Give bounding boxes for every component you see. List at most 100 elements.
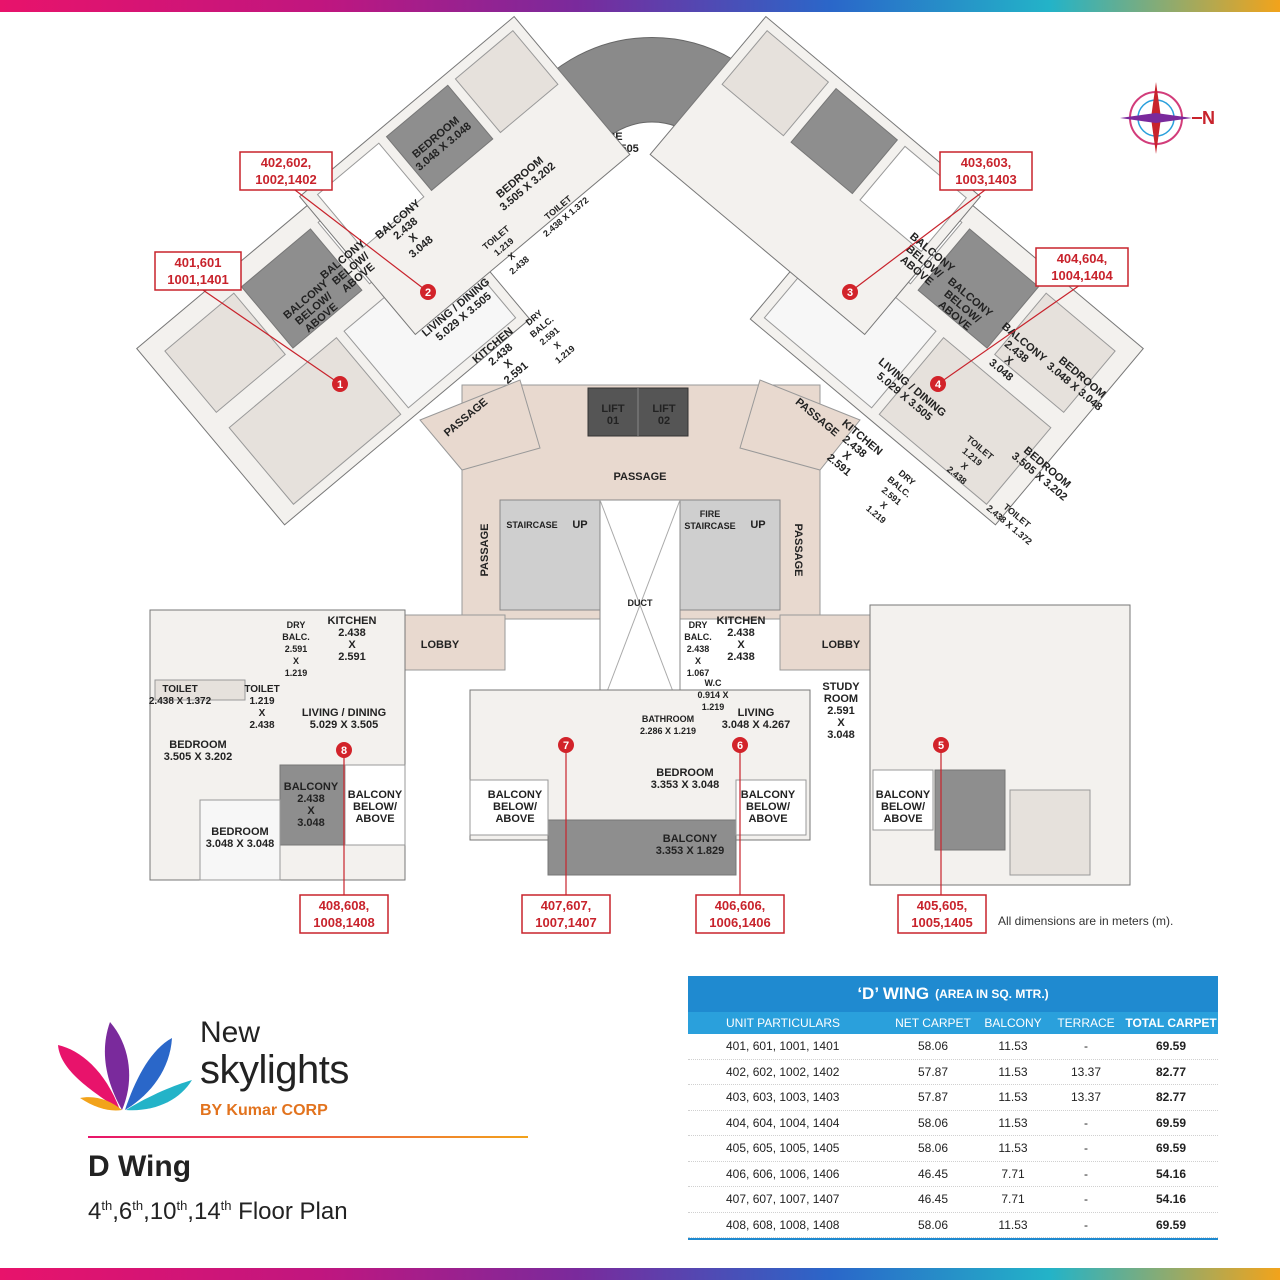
room-label-passage: PASSAGE (792, 524, 804, 577)
room-label-dry-balc-1219: DRYBALC.2.591X1.219 (862, 465, 920, 527)
bottom-gradient-bar (0, 1268, 1280, 1280)
brand-block: New skylights BY Kumar CORP D Wing 4th,6… (50, 1010, 530, 1250)
area-table: ‘D’ WING(AREA IN SQ. MTR.) UNIT PARTICUL… (688, 976, 1218, 1240)
unit-marker-number: 8 (341, 745, 347, 757)
unit-numbers: 408,608,1008,1408 (313, 898, 374, 930)
room-label-duct: DUCT (628, 598, 653, 608)
lower-right-block (869, 604, 1131, 886)
brand-divider (88, 1136, 528, 1138)
room-label-lobby: LOBBY (822, 639, 861, 651)
lower-center-block (469, 689, 811, 876)
room-label-dry-balc-1219: DRYBALC.2.591X1.219 (520, 305, 578, 367)
unit-marker-number: 3 (847, 287, 853, 299)
unit-box-8: 408,608,1008,1408 (299, 894, 389, 934)
area-table-title: ‘D’ WING(AREA IN SQ. MTR.) (688, 976, 1218, 1012)
room-label-lobby: LOBBY (421, 639, 460, 651)
unit-marker-number: 6 (737, 740, 743, 752)
unit-numbers: 402,602,1002,1402 (255, 155, 316, 187)
unit-numbers: 404,604,1004,1404 (1051, 251, 1113, 283)
unit-numbers: 405,605,1005,1405 (911, 898, 972, 930)
unit-marker-number: 2 (425, 287, 431, 299)
unit-box-2: 402,602,1002,1402 (239, 151, 333, 191)
floor-plan: TERRACE4.724 AV X 3.505 (136, 15, 1144, 934)
unit-marker-6: 6 (732, 737, 748, 753)
unit-box-4: 404,604,1004,1404 (1035, 247, 1129, 287)
leader-lines (199, 189, 1081, 895)
col-total-carpet: TOTAL CARPET (1125, 1016, 1217, 1030)
unit-marker-number: 7 (563, 740, 569, 752)
unit-marker-1: 1 (332, 376, 348, 392)
unit-marker-3: 3 (842, 284, 858, 300)
unit-marker-number: 5 (938, 740, 944, 752)
lotus-logo-icon (58, 1022, 192, 1111)
unit-numbers: 403,603,1003,1403 (955, 155, 1016, 187)
compass-north-label: N (1202, 108, 1215, 128)
unit-marker-2: 2 (420, 284, 436, 300)
brand-developer: BY Kumar CORP (200, 1102, 328, 1119)
unit-marker-number: 4 (935, 379, 942, 391)
unit-marker-4: 4 (930, 376, 946, 392)
top-gradient-bar (0, 0, 1280, 12)
unit-numbers: 406,606,1006,1406 (709, 898, 770, 930)
compass-icon (1120, 82, 1202, 154)
upper-left-wing-2 (298, 15, 631, 336)
room-label-staircase: STAIRCASE (506, 520, 557, 530)
unit-marker-number: 1 (337, 379, 343, 391)
brand-name: skylights (200, 1048, 349, 1092)
col-net-carpet: NET CARPET (895, 1016, 971, 1030)
col-terrace: TERRACE (1057, 1016, 1115, 1030)
unit-marker-8: 8 (336, 742, 352, 758)
room-label-up: UP (572, 519, 587, 531)
lower-left-block (149, 609, 406, 881)
dimension-note: All dimensions are in meters (m). (998, 914, 1174, 928)
floor-plan-title: 4th,6th,10th,14th Floor Plan (88, 1198, 348, 1225)
room-label-up: UP (750, 519, 765, 531)
wing-title: D Wing (88, 1150, 192, 1183)
unit-numbers: 407,607,1007,1407 (535, 898, 596, 930)
room-label-passage: PASSAGE (479, 524, 491, 577)
room-label-passage: PASSAGE (614, 471, 667, 483)
brand-new: New (200, 1016, 261, 1049)
unit-markers: 1 2 3 4 5 6 7 8 (332, 284, 949, 758)
unit-box-5: 405,605,1005,1405 (897, 894, 987, 934)
unit-marker-7: 7 (558, 737, 574, 753)
unit-box-7: 407,607,1007,1407 (521, 894, 611, 934)
col-unit: UNIT PARTICULARS (726, 1016, 841, 1030)
area-table-header-row: UNIT PARTICULARS NET CARPET BALCONY TERR… (688, 1012, 1218, 1034)
area-table-rule (688, 1238, 1218, 1240)
unit-box-3: 403,603,1003,1403 (939, 151, 1033, 191)
